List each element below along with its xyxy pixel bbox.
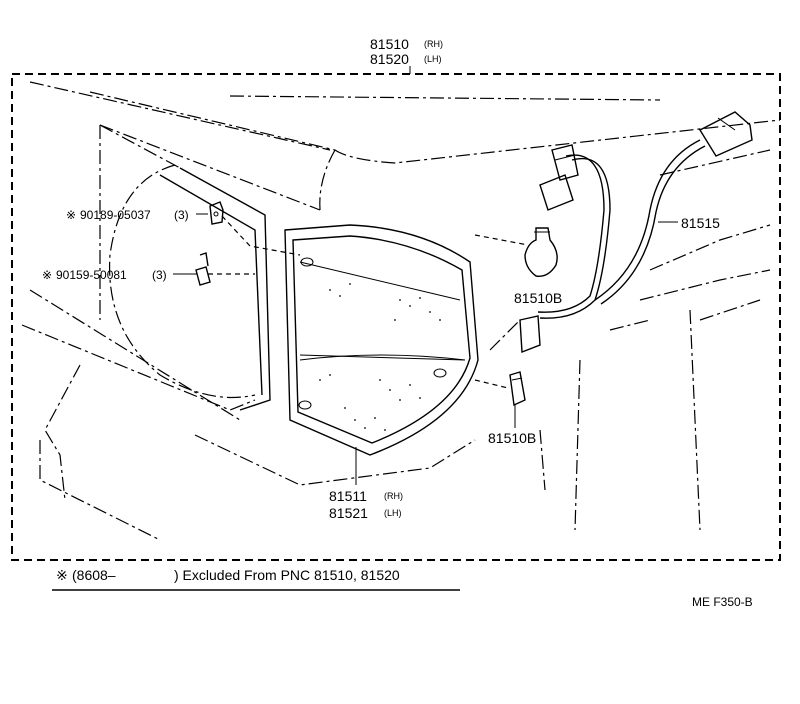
tail-lamp-lens: [284, 224, 479, 456]
screw-qty: (3): [174, 208, 189, 222]
lens-number-rh: 81511: [329, 488, 367, 504]
socket-small-icon: [519, 315, 541, 353]
bulb-large-icon: [524, 227, 558, 277]
bulb-small-icon: [509, 371, 526, 407]
screw-label: 90189-05037: [80, 208, 151, 222]
bolt-qty: (3): [152, 268, 167, 282]
assembly-border: [11, 73, 781, 561]
socket-wire-label: 81515: [681, 215, 720, 231]
bolt-mark: ※: [42, 268, 52, 282]
lamp-assy-number-rh: 81510: [370, 36, 409, 52]
lamp-housing-opening: [99, 124, 271, 411]
footnote-text: ) Excluded From PNC 81510, 81520: [174, 567, 400, 583]
lens-side-rh: (RH): [384, 491, 403, 501]
footnote-mark: ※: [56, 567, 68, 583]
lamp-assy-side-lh: (LH): [424, 54, 442, 64]
bulb-large-label: 81510B: [514, 290, 562, 306]
diagram-reference: ME F350-B: [692, 595, 753, 609]
bulb-small-label: 81510B: [488, 430, 536, 446]
vehicle-body-outline: [21, 81, 781, 541]
screw-mark: ※: [66, 208, 76, 222]
lens-number-lh: 81521: [329, 505, 368, 521]
bolt-icon: [195, 252, 211, 286]
screw-icon: [209, 201, 224, 225]
wire-harness: [537, 111, 753, 319]
footnote-range: (8608–: [72, 567, 116, 583]
bolt-label: 90159-50081: [56, 268, 127, 282]
lens-side-lh: (LH): [384, 508, 402, 518]
lamp-assy-number-lh: 81520: [370, 51, 409, 67]
lamp-assy-side-rh: (RH): [424, 39, 443, 49]
